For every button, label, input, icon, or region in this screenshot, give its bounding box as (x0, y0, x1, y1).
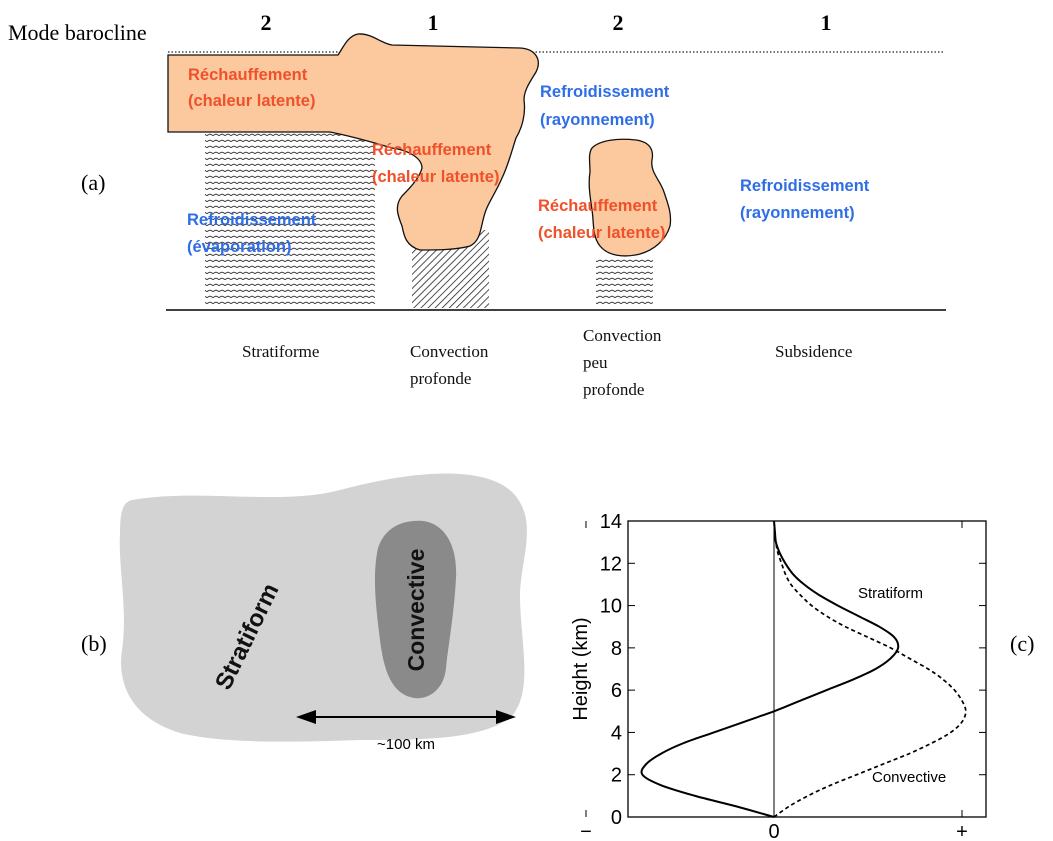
mode-number-3: 2 (613, 10, 624, 35)
region-label-subsidence: Subsidence (775, 342, 852, 361)
series-line-convective (773, 520, 967, 818)
region-label-stratiforme: Stratiforme (242, 342, 319, 361)
mode-number-1: 2 (261, 10, 272, 35)
heating-label-stratiform: Réchauffement (188, 66, 308, 84)
scale-bar-arrow (296, 710, 516, 724)
region-label-deep-line1: Convection (410, 342, 489, 361)
region-label-deep-line2: profonde (410, 369, 471, 388)
cooling-label-radiation-1: Refroidissement (540, 83, 670, 101)
shallow-convection-cloud (588, 138, 672, 257)
stratiform-deep-cloud (167, 33, 539, 251)
convective-region (374, 520, 457, 699)
y-tick-label: 6 (611, 680, 622, 702)
panel-a: Mode barocline 2 1 2 1 Réchauffement (ch… (8, 10, 946, 399)
x-tick-label: 0 (768, 821, 779, 841)
y-axis: 0 2 4 6 8 10 12 14 (600, 511, 986, 829)
series-line-stratiform (640, 520, 900, 818)
heating-sublabel-deep: (chaleur latente) (372, 168, 499, 186)
x-tick-label: − (580, 821, 592, 841)
mode-number-2: 1 (428, 10, 439, 35)
shallow-convection-rain-hatch (596, 256, 653, 306)
heating-sublabel-stratiform: (chaleur latente) (188, 92, 315, 110)
cooling-label-radiation-2: Refroidissement (740, 177, 870, 195)
x-tick-label: + (956, 821, 968, 841)
stratiform-rain-hatch (205, 132, 375, 306)
y-tick-label: 10 (600, 596, 622, 618)
series-label-stratiform: Stratiform (858, 585, 923, 602)
convective-region-label: Convective (403, 549, 429, 672)
y-tick-label: 4 (611, 722, 622, 744)
cooling-sublabel-evaporation: (évaporation) (187, 238, 292, 256)
y-tick-label: 8 (611, 638, 622, 660)
cooling-sublabel-radiation-1: (rayonnement) (540, 111, 655, 129)
y-tick-label: 2 (611, 765, 622, 787)
region-label-shallow-line2: peu (583, 353, 608, 372)
region-label-shallow-line1: Convection (583, 326, 662, 345)
scale-bar-label: ~100 km (377, 736, 435, 753)
heating-label-deep: Réchauffement (372, 141, 492, 159)
stratiform-region (119, 473, 527, 742)
heating-sublabel-shallow: (chaleur latente) (538, 224, 665, 242)
heating-label-shallow: Réchauffement (538, 197, 658, 215)
chart-frame (627, 520, 987, 818)
cooling-label-evaporation: Refroidissement (187, 211, 317, 229)
region-label-shallow-line3: profonde (583, 380, 644, 399)
mode-number-4: 1 (821, 10, 832, 35)
y-axis-title: Height (km) (570, 617, 592, 720)
mode-barocline-label: Mode barocline (8, 20, 147, 45)
cooling-sublabel-radiation-2: (rayonnement) (740, 204, 855, 222)
panel-b-label: (b) (81, 631, 107, 656)
y-tick-label: 12 (600, 553, 622, 575)
panel-a-label: (a) (81, 170, 105, 195)
y-tick-label: 14 (600, 511, 622, 533)
panel-c-label: (c) (1010, 631, 1034, 656)
y-tick-label: 0 (611, 807, 622, 829)
panel-b: Stratiform Convective ~100 km (b) (81, 473, 527, 753)
series-label-convective: Convective (872, 769, 946, 786)
